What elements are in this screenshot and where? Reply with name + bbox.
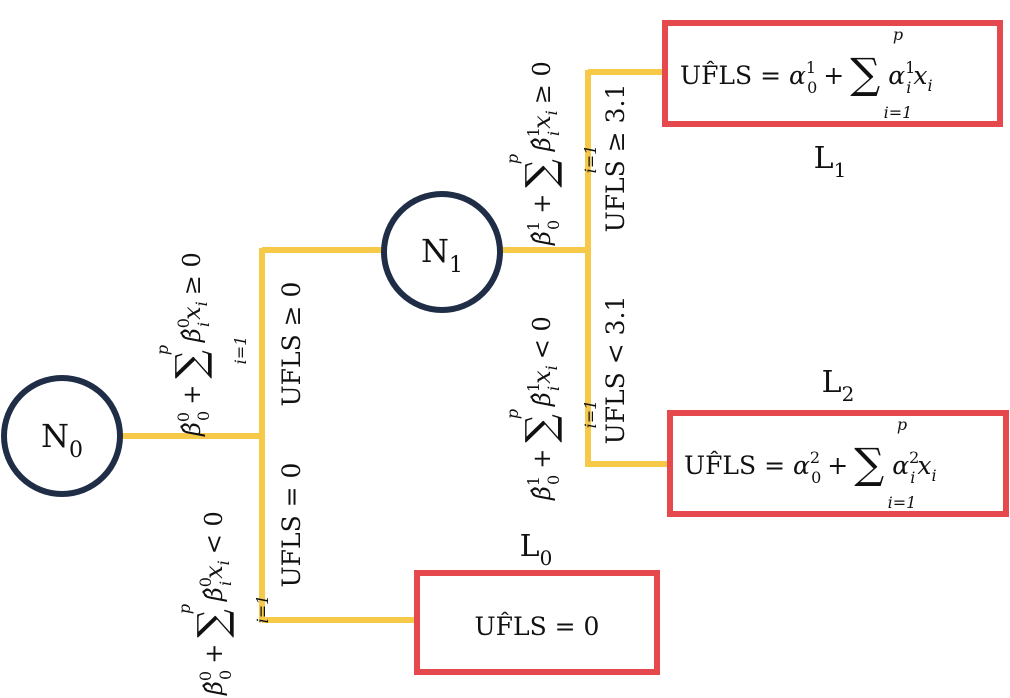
leaf-l0-formula: UF̂LS = 0	[475, 612, 600, 641]
edge-n0-lower-split: β̂00+∑β̂0ixi< 0 p i=1	[175, 511, 272, 696]
node-n1: N1	[381, 191, 503, 313]
edge-n1-upper-sum-lower: i=1	[581, 145, 600, 174]
edge-n1-upper-condition: UFLS ≥ 3.1	[601, 84, 630, 233]
edge-n1-upper-sum-upper: p	[503, 154, 522, 164]
node-n1-circle	[381, 191, 503, 313]
tree-edges	[122, 69, 668, 623]
edge-n1-lower-condition: UFLS < 3.1	[601, 296, 630, 445]
node-n1-label: N1	[421, 232, 463, 278]
edge-n0-upper-condition: UFLS ≥ 0	[277, 282, 306, 407]
edge-n0-upper-sum-upper: p	[153, 345, 172, 355]
edge-n1-lower-split: β̂10+∑β̂1ixi< 0 p i=1	[503, 316, 600, 501]
leaf-l0-box	[414, 570, 660, 675]
leaf-l0-name: L0	[520, 529, 553, 570]
edge-n0-lower-sum-upper: p	[175, 604, 194, 614]
edge-n0-lower-condition: UFLS = 0	[277, 463, 306, 588]
edge-n1-upper-split: β̂10+∑β̂1ixi≥ 0 p i=1	[503, 61, 600, 246]
edge-n1-lower-sum-upper: p	[503, 409, 522, 419]
edge-n0-lower-sum-lower: i=1	[253, 595, 272, 624]
leaf-l2-sum-upper: p	[897, 415, 907, 434]
node-n0: N0	[1, 375, 123, 497]
leaf-l2-name: L2	[822, 365, 855, 406]
leaf-l0: UF̂LS = 0 L0	[414, 529, 660, 675]
edge-n1-lower-split-formula: β̂10+∑β̂1ixi< 0	[518, 316, 564, 501]
edge-n0-upper-sum-lower: i=1	[231, 336, 250, 365]
edge-n0-lower-split-formula: β̂00+∑β̂0ixi< 0	[190, 511, 236, 696]
leaf-l2-sum-lower: i=1	[888, 493, 917, 512]
edge-n1-lower-sum-lower: i=1	[581, 400, 600, 429]
node-n0-label: N0	[41, 417, 83, 463]
edge-n0-upper-split-formula: β̂00+∑β̂0ixi≥ 0	[168, 252, 214, 437]
edge-n0-upper-split: β̂00+∑β̂0ixi≥ 0 p i=1	[153, 252, 250, 437]
leaf-l1-name: L1	[814, 141, 847, 182]
leaf-l1-box	[662, 20, 1003, 127]
leaf-l2-box	[667, 410, 1009, 517]
node-n0-circle	[1, 375, 123, 497]
edge-n1-upper-split-formula: β̂10+∑β̂1ixi≥ 0	[518, 61, 564, 246]
leaf-l1-sum-lower: i=1	[884, 103, 913, 122]
leaf-l1-sum-upper: p	[893, 25, 903, 44]
